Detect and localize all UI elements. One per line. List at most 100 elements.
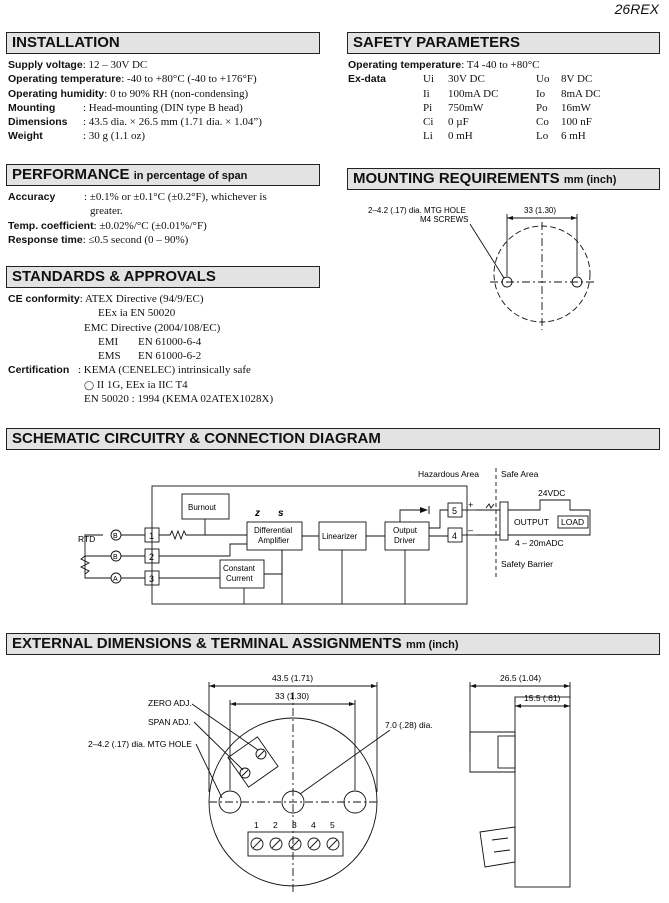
ce-2: EEx ia EN 50020 — [98, 307, 176, 320]
burnout-block — [181, 493, 230, 520]
ex-param-row: Ii 100mA DC Io 8mA DC — [423, 87, 621, 101]
terminal-screw-slot — [290, 839, 300, 849]
term-5-label: 5 — [452, 506, 457, 516]
terminal-number: 2 — [273, 820, 278, 830]
terminal-screw-slot — [328, 839, 338, 849]
schematic-title: SCHEMATIC CIRCUITRY & CONNECTION DIAGRAM — [12, 430, 381, 447]
ex-param-value: 6 mH — [561, 130, 586, 143]
schematic-diagram: Hazardous Area Safe Area Burnout Differe… — [78, 468, 591, 605]
ce-label: CE conformity — [8, 293, 80, 305]
ex-param-value: 30V DC — [448, 73, 485, 86]
dia-label: 43.5 (1.71) — [272, 673, 313, 683]
performance-subtitle: in percentage of span — [133, 170, 248, 182]
optemp-label: Operating temperature — [8, 73, 122, 86]
performance-header: PERFORMANCE in percentage of span — [6, 164, 320, 186]
side-part-label: 15.5 (.61) — [524, 693, 561, 703]
mount-hole-left — [501, 276, 513, 288]
response-label: Response time — [8, 233, 83, 246]
span-adj-label: SPAN ADJ. — [148, 717, 191, 727]
terminal-screw-slot — [271, 839, 281, 849]
span-label: s — [278, 508, 284, 519]
emi-label: EMI — [98, 335, 119, 348]
accuracy-value: : ±0.1% or ±0.1°C (±0.2°F), whichever is — [84, 191, 267, 203]
v24-label: 24VDC — [538, 488, 565, 498]
weight-label: Weight — [8, 130, 43, 143]
mounting-label: Mounting — [8, 101, 56, 114]
terminal-number: 4 — [311, 820, 316, 830]
response-value: : ≤0.5 second (0 – 90%) — [82, 233, 189, 246]
ce-1: : ATEX Directive (94/9/EC) — [79, 293, 204, 305]
safety-title: SAFETY PARAMETERS — [353, 34, 520, 51]
terminal-screw — [307, 837, 321, 851]
installation-title: INSTALLATION — [12, 34, 120, 51]
adjust-block — [227, 736, 279, 788]
terminal-screw-slot — [252, 839, 262, 849]
ex-param-value: 100mA DC — [448, 87, 499, 100]
term-2-label: 2 — [149, 552, 154, 562]
humidity-value: : 0 to 90% RH (non-condensing) — [104, 87, 249, 100]
center-hole — [281, 790, 305, 814]
terminal-number: 3 — [292, 820, 297, 830]
range-label: 4 – 20mADC — [515, 538, 564, 548]
load-label: LOAD — [561, 517, 584, 527]
ex-param-value: 8mA DC — [561, 87, 601, 100]
ex-param-symbol: Ui — [423, 73, 434, 86]
mount-dim: 33 (1.30) — [524, 206, 556, 215]
external-header: EXTERNAL DIMENSIONS & TERMINAL ASSIGNMEN… — [6, 633, 660, 655]
page-code: 26REX — [614, 1, 659, 17]
dimensions-label: Dimensions — [8, 116, 68, 129]
ex-param-symbol: Io — [536, 87, 546, 100]
terminal-screw — [326, 837, 340, 851]
rtd-a-label: A — [113, 576, 118, 583]
terminal-number: 5 — [330, 820, 335, 830]
performance-specs: Accuracy: ±0.1% or ±0.1°C (±0.2°F), whic… — [8, 190, 328, 247]
mounting-drawing: 2–4.2 (.17) dia. MTG HOLE M4 SCREWS 33 (… — [368, 206, 594, 330]
weight-value: : 30 g (1.1 oz) — [83, 130, 146, 143]
mount-hole-label-2: M4 SCREWS — [420, 215, 468, 224]
term-3-label: 3 — [149, 574, 154, 584]
cert-1: : KEMA (CENELEC) intrinsically safe — [78, 364, 251, 377]
ex-param-value: 0 µF — [448, 116, 469, 129]
standards-title: STANDARDS & APPROVALS — [12, 268, 216, 285]
mounting-title: MOUNTING REQUIREMENTS — [353, 170, 560, 187]
span-adj-pot — [239, 767, 251, 779]
mtg-hole-label: 2–4.2 (.17) dia. MTG HOLE — [88, 739, 192, 749]
zero-adj-pot — [255, 748, 267, 760]
ems-label: EMS — [98, 350, 121, 363]
safety-optemp-value: : T4 -40 to +80°C — [461, 59, 540, 71]
standards-specs: CE conformity: ATEX Directive (94/9/EC) … — [8, 292, 338, 406]
ex-param-symbol: Ci — [423, 116, 434, 129]
safety-header: SAFETY PARAMETERS — [347, 32, 660, 54]
ex-param-symbol: Ii — [423, 87, 430, 100]
cert-label: Certification — [8, 364, 70, 377]
rtd-b1-label: B — [113, 533, 118, 540]
terminal-screw — [288, 837, 302, 851]
ems-value: EN 61000-6-2 — [138, 350, 202, 363]
mount-hole-right — [571, 276, 583, 288]
ex-param-symbol: Po — [536, 101, 548, 114]
terminal-screw — [269, 837, 283, 851]
rtd-b2-label: B — [113, 554, 118, 561]
ce-3: EMC Directive (2004/108/EC) — [84, 321, 221, 334]
plus-label: + — [468, 500, 473, 510]
term-1-label: 1 — [149, 531, 154, 541]
output-label: OUTPUT — [514, 517, 549, 527]
optemp-value: : -40 to +80°C (-40 to +176°F) — [121, 73, 257, 86]
safe-label: Safe Area — [501, 469, 539, 479]
external-unit: mm (inch) — [405, 639, 459, 651]
barrier-label: Safety Barrier — [501, 559, 553, 569]
out-drv-label-2: Driver — [394, 536, 416, 545]
burnout-label: Burnout — [188, 503, 217, 512]
ex-param-symbol: Li — [423, 130, 433, 143]
hazardous-label: Hazardous Area — [418, 469, 479, 479]
terminal-block — [247, 831, 344, 857]
safety-specs: Operating temperature: T4 -40 to +80°C E… — [348, 58, 663, 147]
schematic-header: SCHEMATIC CIRCUITRY & CONNECTION DIAGRAM — [6, 428, 660, 450]
ex-param-value: 8V DC — [561, 73, 593, 86]
mounting-value: : Head-mounting (DIN type B head) — [83, 101, 243, 114]
